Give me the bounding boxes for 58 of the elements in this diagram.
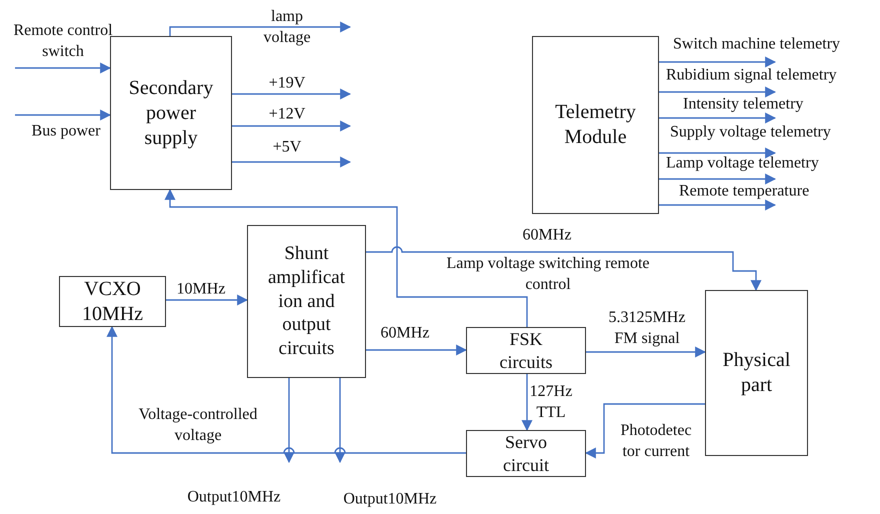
edge-label: Intensity telemetry bbox=[683, 94, 804, 115]
block-label: Servo circuit bbox=[502, 431, 550, 476]
edge-label: Supply voltage telemetry bbox=[670, 122, 832, 143]
arrow bbox=[15, 62, 112, 74]
arrow bbox=[166, 294, 248, 306]
block-box bbox=[466, 430, 586, 477]
edge-label: Lamp voltage telemetry bbox=[666, 154, 820, 174]
edge-label: 5.3125MHz FM signal bbox=[608, 308, 686, 349]
arrow bbox=[659, 86, 776, 98]
edge-label: Rubidium signal telemetry bbox=[666, 66, 838, 86]
arrow bbox=[284, 378, 294, 464]
arrow bbox=[659, 112, 776, 124]
arrow bbox=[659, 200, 776, 210]
arrow bbox=[232, 120, 352, 132]
arrow bbox=[15, 110, 112, 120]
edge-label: Photodetec tor current bbox=[619, 421, 693, 462]
edge-label: Switch machine telemetry bbox=[673, 34, 842, 55]
edge-label: 60MHz bbox=[522, 226, 572, 246]
edge-label: +12V bbox=[268, 104, 306, 125]
block-label: FSK circuits bbox=[498, 328, 554, 373]
block-label: VCXO 10MHz bbox=[80, 276, 144, 326]
block-box bbox=[532, 36, 659, 214]
arrow bbox=[169, 22, 352, 36]
arrow bbox=[522, 374, 532, 432]
arrow bbox=[584, 403, 705, 458]
block-box bbox=[59, 276, 166, 327]
arrow bbox=[232, 156, 352, 168]
edge-label: +5V bbox=[272, 138, 302, 158]
edge-label: Lamp voltage switching remote control bbox=[445, 254, 651, 295]
edge-label: Bus power bbox=[30, 122, 102, 142]
edge-label: Output10MHz bbox=[186, 488, 282, 508]
block-box bbox=[247, 225, 366, 378]
edge-label: 127Hz TTL bbox=[529, 382, 573, 423]
edge-label: +19V bbox=[268, 74, 306, 94]
block-box bbox=[466, 327, 586, 374]
arrow bbox=[164, 188, 528, 327]
edge-label: Remote control switch bbox=[12, 21, 114, 62]
block-label: Telemetry Module bbox=[554, 100, 637, 150]
edge-label: lamp voltage bbox=[262, 7, 312, 48]
edge-label: 10MHz bbox=[176, 280, 226, 300]
arrow bbox=[659, 148, 776, 158]
block-label: Physical part bbox=[722, 348, 792, 398]
arrow bbox=[334, 378, 346, 464]
edge-label: Remote temperature bbox=[679, 182, 810, 202]
arrow bbox=[659, 56, 776, 68]
arrow bbox=[232, 88, 352, 100]
block-label: Shunt amplificat ion and output circuits bbox=[266, 242, 346, 361]
edge-label: Output10MHz bbox=[342, 490, 438, 510]
edge-label: Voltage-controlled voltage bbox=[138, 405, 258, 446]
block-box bbox=[110, 36, 232, 190]
arrow bbox=[366, 344, 468, 356]
arrow bbox=[366, 246, 762, 292]
arrow bbox=[106, 326, 466, 454]
block-label: Secondary power supply bbox=[128, 76, 214, 150]
arrow bbox=[659, 174, 776, 184]
arrow bbox=[586, 346, 706, 358]
block-box bbox=[705, 290, 808, 456]
edge-label: 60MHz bbox=[380, 324, 430, 344]
